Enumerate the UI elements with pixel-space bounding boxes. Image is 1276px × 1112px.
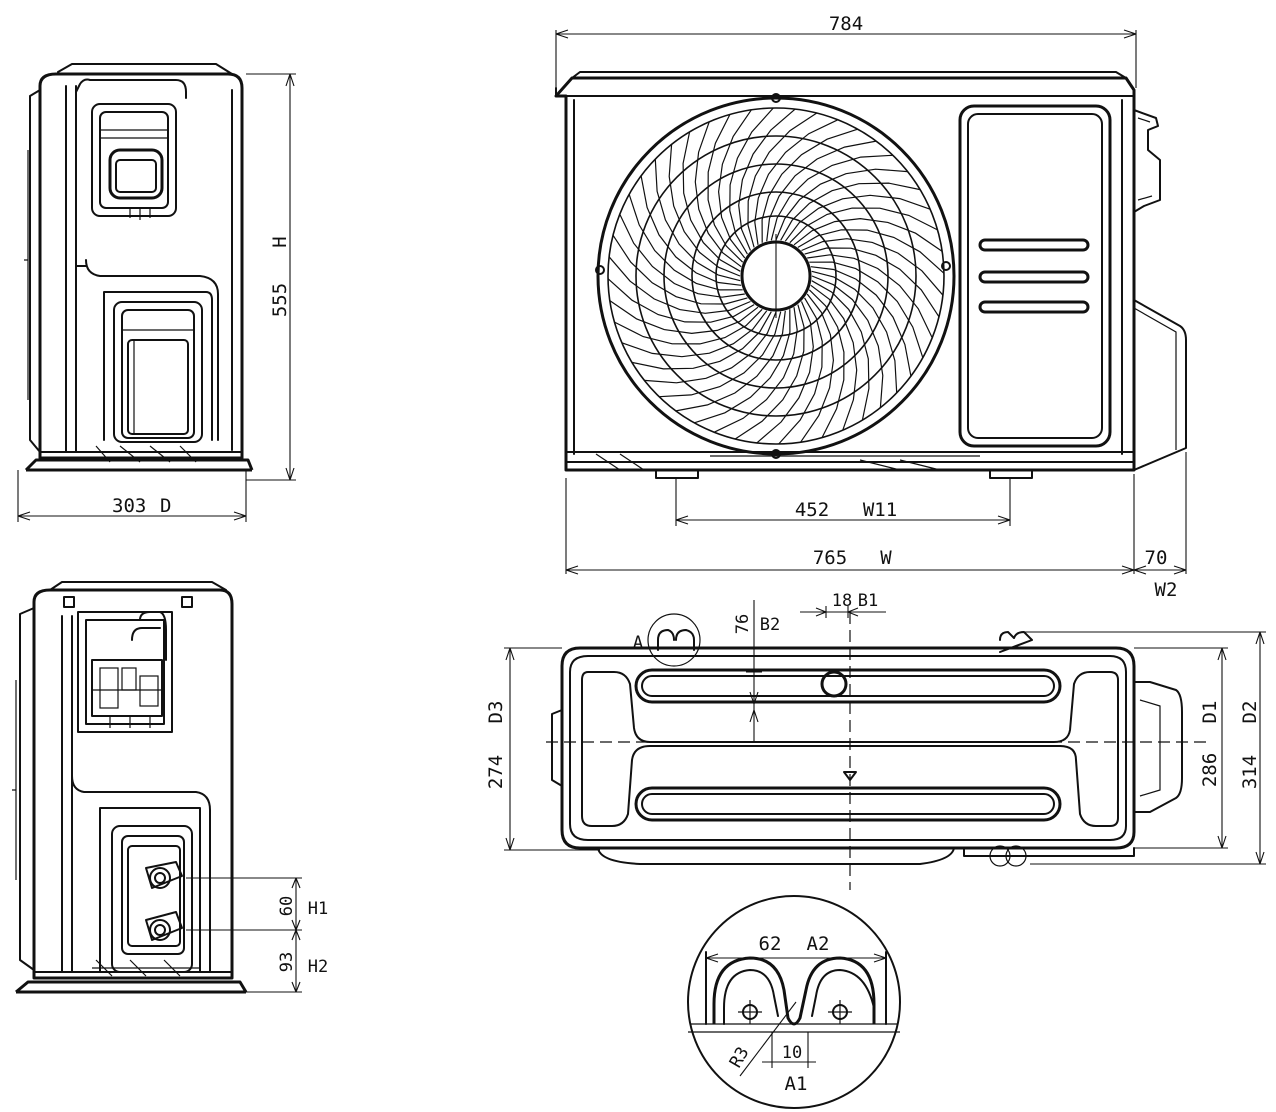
label-pipe-h1-code: H1 [308,899,328,919]
label-depth-d1: 286 [1199,753,1221,787]
label-feet-spacing: 452 [795,499,829,521]
label-depth-d2-code: D2 [1239,701,1261,724]
label-depth-d3-code: D3 [485,701,507,724]
dim-width-body [565,452,1187,575]
label-detail-a2-code: A2 [807,933,830,955]
label-detail-a1: 10 [782,1043,802,1063]
dim-holes [746,600,886,743]
label-detail-radius: R3 [726,1044,754,1072]
service-panel [958,104,1112,448]
front-view [554,71,1187,479]
label-detail-a2: 62 [759,933,782,955]
side-view-right [24,63,254,472]
label-depth-d1-code: D1 [1199,701,1221,724]
label-depth-d3: 274 [485,755,507,789]
dim-height [246,73,296,481]
label-feet-spacing-code: W11 [863,499,897,521]
label-width-body-code: W [880,547,892,569]
label-hole-b2: 76 [733,614,753,634]
label-depth-side-code: D [160,495,171,517]
fan-guard [595,93,956,459]
label-pipe-h1: 60 [277,896,297,916]
label-hole-b2-code: B2 [760,615,780,635]
label-detail-marker: A [633,633,643,653]
label-width-top: 784 [829,13,863,35]
label-pipe-h2: 93 [277,952,297,972]
dim-width-top [555,29,1137,88]
side-view-left [12,581,248,994]
label-height-code: H [269,236,291,247]
label-valve-protrusion-code: W2 [1155,579,1178,601]
dim-pipe-heights [186,877,302,993]
detail-a [687,895,901,1109]
label-height: 555 [269,283,291,317]
label-hole-b1: 18 [832,591,852,611]
dim-depths [504,631,1266,865]
label-width-body: 765 [813,547,847,569]
top-view [546,612,1206,890]
label-hole-b1-code: B1 [858,591,878,611]
label-pipe-h2-code: H2 [308,957,328,977]
dim-depth-side [17,470,247,522]
label-detail-a1-code: A1 [785,1073,808,1095]
label-depth-d2: 314 [1239,755,1261,789]
label-depth-side: 303 [112,495,146,517]
dim-feet-spacing [675,478,1011,526]
label-valve-protrusion: 70 [1145,547,1168,569]
